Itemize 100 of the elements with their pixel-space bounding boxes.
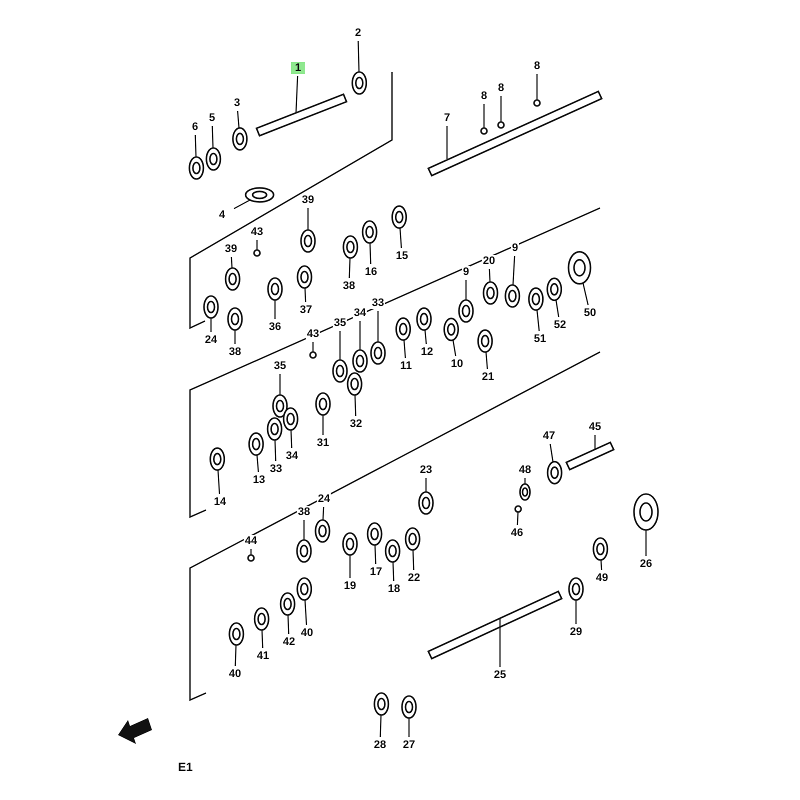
callout-number: 48: [518, 464, 532, 476]
callout-number: 3: [232, 97, 242, 109]
ring-drawing: [227, 307, 243, 331]
callout-number: 41: [256, 650, 270, 662]
leader-line: [322, 506, 324, 520]
leader-line: [261, 630, 264, 648]
shaft-drawing: [427, 590, 563, 660]
callout-number: 8: [532, 60, 542, 72]
leader-line: [536, 310, 540, 332]
leader-line: [307, 208, 309, 230]
callout-number: 32: [348, 418, 364, 430]
callout-number: 21: [480, 371, 496, 383]
shaft-drawing: [427, 90, 603, 177]
ring-drawing: [206, 147, 222, 171]
callout-number: 5: [208, 112, 216, 124]
ring-drawing: [232, 127, 248, 151]
callout-number: 18: [386, 583, 402, 595]
callout-number: 19: [342, 580, 358, 592]
callout-number: 14: [212, 496, 228, 508]
callout-number: 6: [190, 121, 200, 133]
ring-drawing: [296, 539, 312, 563]
ring-drawing: [300, 229, 316, 253]
callout-number: 33: [370, 297, 386, 309]
ring-drawing: [346, 372, 362, 396]
leader-line: [279, 374, 281, 395]
leader-line: [256, 454, 259, 472]
callout-number: 7: [442, 112, 452, 124]
leader-line: [645, 530, 647, 556]
pin-drawing: [309, 351, 317, 359]
ring-drawing: [315, 392, 331, 416]
pin-drawing: [514, 505, 522, 513]
callout-number: 15: [394, 250, 410, 262]
ring-drawing: [254, 607, 270, 631]
leader-line: [234, 644, 237, 666]
leader-line: [550, 444, 554, 462]
ring-drawing: [352, 349, 368, 373]
callout-number: 4: [218, 209, 226, 221]
leader-line: [212, 126, 214, 148]
ring-drawing: [296, 577, 312, 601]
pin-drawing: [533, 99, 541, 107]
ring-drawing: [296, 265, 312, 289]
ring-drawing: [248, 432, 264, 456]
shaft-drawing: [565, 441, 615, 471]
ring-drawing: [395, 317, 411, 341]
callout-number: 11: [399, 360, 413, 372]
callout-number: 34: [284, 450, 300, 462]
leader-line: [234, 199, 250, 210]
ring-drawing: [267, 277, 283, 301]
leader-line: [485, 352, 488, 370]
ring-drawing: [210, 447, 226, 471]
ring-drawing: [282, 407, 298, 431]
leader-line: [290, 430, 292, 448]
callout-number: 52: [552, 319, 568, 331]
ring-drawing: [519, 483, 531, 501]
leader-line: [425, 478, 427, 492]
leader-line: [295, 76, 298, 114]
ring-drawing: [458, 299, 474, 323]
leader-line: [452, 340, 456, 356]
callout-number: 9: [462, 266, 470, 278]
callout-number: 35: [272, 360, 288, 372]
pin-drawing: [497, 121, 505, 129]
leader-line: [369, 242, 372, 264]
callout-number: 24: [316, 493, 332, 505]
figure-code: E1: [178, 760, 193, 774]
leader-line: [250, 549, 252, 555]
leader-line: [575, 600, 577, 624]
ring-drawing: [266, 417, 282, 441]
callout-number: 33: [268, 463, 284, 475]
ring-drawing: [370, 341, 386, 365]
callout-number: 43: [250, 226, 264, 238]
leader-line: [230, 256, 233, 268]
leader-line: [287, 614, 290, 634]
ring-drawing: [332, 359, 348, 383]
leader-line: [516, 512, 519, 526]
ring-drawing: [224, 267, 240, 291]
callout-number: 2: [354, 27, 362, 39]
callout-number: 16: [364, 266, 378, 278]
callout-number: 34: [352, 307, 368, 319]
leader-line: [312, 342, 314, 352]
leader-line: [536, 74, 538, 100]
callout-number: 43: [306, 328, 320, 340]
ring-drawing: [342, 532, 358, 556]
callout-number: 25: [492, 669, 508, 681]
leader-line: [465, 280, 467, 300]
ring-drawing: [203, 295, 219, 319]
ring-drawing: [188, 156, 204, 180]
ring-drawing: [477, 329, 493, 353]
ring-drawing: [504, 284, 520, 308]
callout-number: 38: [228, 346, 242, 358]
ring-drawing: [568, 251, 592, 285]
callout-number: 17: [368, 566, 384, 578]
leader-line: [600, 560, 602, 570]
leader-line: [304, 288, 306, 302]
callout-number: 38: [296, 506, 312, 518]
leader-line: [446, 126, 448, 159]
pin-drawing: [253, 249, 261, 257]
leader-line: [210, 318, 212, 332]
callout-number: 35: [332, 317, 348, 329]
callout-number: 31: [316, 437, 330, 449]
leader-line: [322, 415, 324, 435]
